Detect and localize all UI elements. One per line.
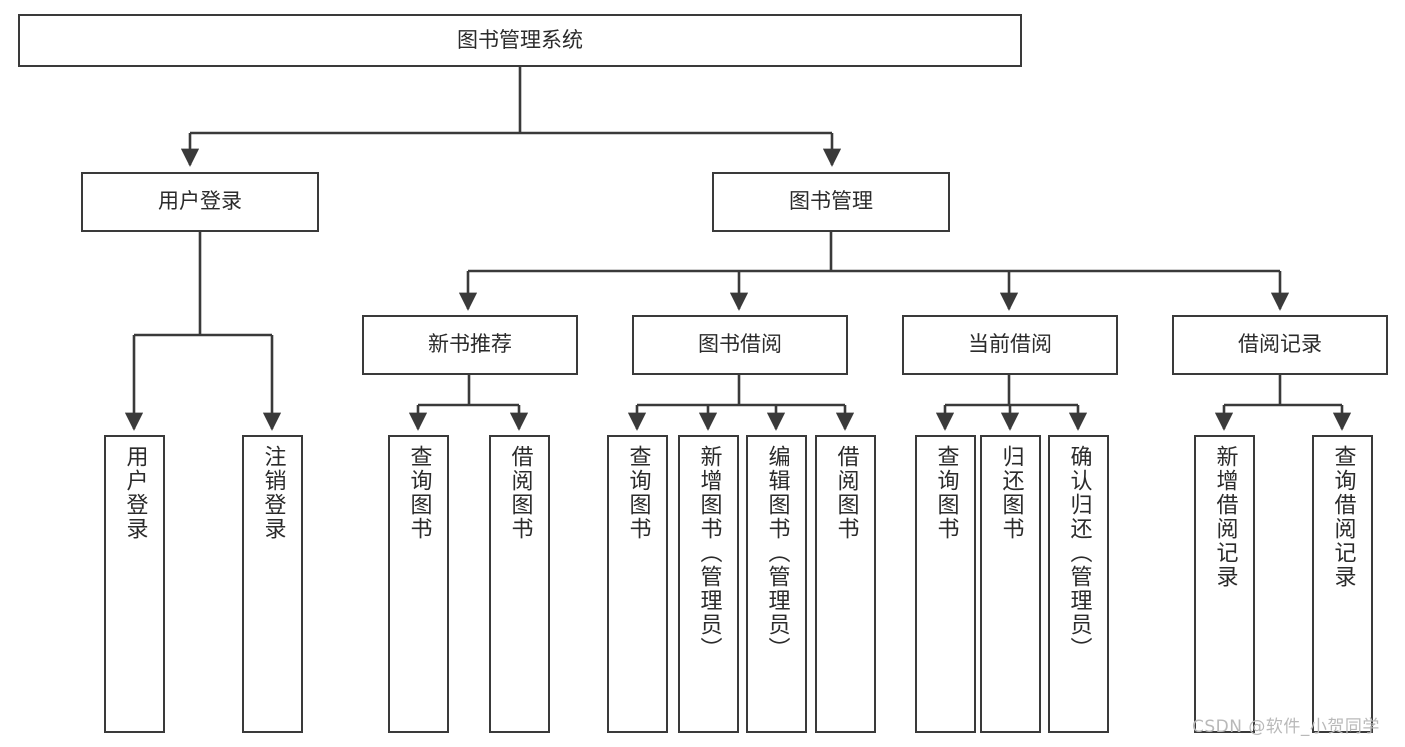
node-leaf-edit-book-label: 编辑图书（管理员） xyxy=(764,445,790,661)
node-leaf-user-login[interactable]: 用户登录 xyxy=(104,435,165,733)
node-book-manage-label: 图书管理 xyxy=(789,189,873,214)
node-leaf-query-record[interactable]: 查询借阅记录 xyxy=(1312,435,1373,733)
node-new-book-recommend-label: 新书推荐 xyxy=(428,332,512,357)
node-book-manage[interactable]: 图书管理 xyxy=(712,172,950,232)
node-user-login-label: 用户登录 xyxy=(158,189,242,214)
node-borrow-record-label: 借阅记录 xyxy=(1238,332,1322,357)
node-leaf-query-book-3[interactable]: 查询图书 xyxy=(915,435,976,733)
node-leaf-user-login-label: 用户登录 xyxy=(122,445,148,541)
node-leaf-return-book[interactable]: 归还图书 xyxy=(980,435,1041,733)
node-user-login[interactable]: 用户登录 xyxy=(81,172,319,232)
node-book-borrow-label: 图书借阅 xyxy=(698,332,782,357)
node-leaf-return-book-label: 归还图书 xyxy=(998,445,1024,541)
node-leaf-edit-book[interactable]: 编辑图书（管理员） xyxy=(746,435,807,733)
node-leaf-confirm-return-label: 确认归还（管理员） xyxy=(1066,445,1092,661)
node-root[interactable]: 图书管理系统 xyxy=(18,14,1022,67)
node-leaf-borrow-book-2-label: 借阅图书 xyxy=(833,445,859,541)
node-leaf-logout-label: 注销登录 xyxy=(260,445,286,541)
node-leaf-add-book[interactable]: 新增图书（管理员） xyxy=(678,435,739,733)
node-leaf-query-record-label: 查询借阅记录 xyxy=(1330,445,1356,589)
node-leaf-query-book-1-label: 查询图书 xyxy=(406,445,432,541)
node-leaf-query-book-3-label: 查询图书 xyxy=(933,445,959,541)
node-leaf-query-book-2[interactable]: 查询图书 xyxy=(607,435,668,733)
node-leaf-add-record-label: 新增借阅记录 xyxy=(1212,445,1238,589)
node-root-label: 图书管理系统 xyxy=(457,27,583,52)
node-leaf-add-book-label: 新增图书（管理员） xyxy=(696,445,722,661)
node-current-borrow-label: 当前借阅 xyxy=(968,332,1052,357)
node-leaf-add-record[interactable]: 新增借阅记录 xyxy=(1194,435,1255,733)
node-leaf-confirm-return[interactable]: 确认归还（管理员） xyxy=(1048,435,1109,733)
node-leaf-borrow-book-1[interactable]: 借阅图书 xyxy=(489,435,550,733)
node-current-borrow[interactable]: 当前借阅 xyxy=(902,315,1118,375)
node-leaf-query-book-2-label: 查询图书 xyxy=(625,445,651,541)
node-borrow-record[interactable]: 借阅记录 xyxy=(1172,315,1388,375)
node-leaf-query-book-1[interactable]: 查询图书 xyxy=(388,435,449,733)
node-leaf-logout[interactable]: 注销登录 xyxy=(242,435,303,733)
node-book-borrow[interactable]: 图书借阅 xyxy=(632,315,848,375)
node-leaf-borrow-book-1-label: 借阅图书 xyxy=(507,445,533,541)
node-leaf-borrow-book-2[interactable]: 借阅图书 xyxy=(815,435,876,733)
node-new-book-recommend[interactable]: 新书推荐 xyxy=(362,315,578,375)
